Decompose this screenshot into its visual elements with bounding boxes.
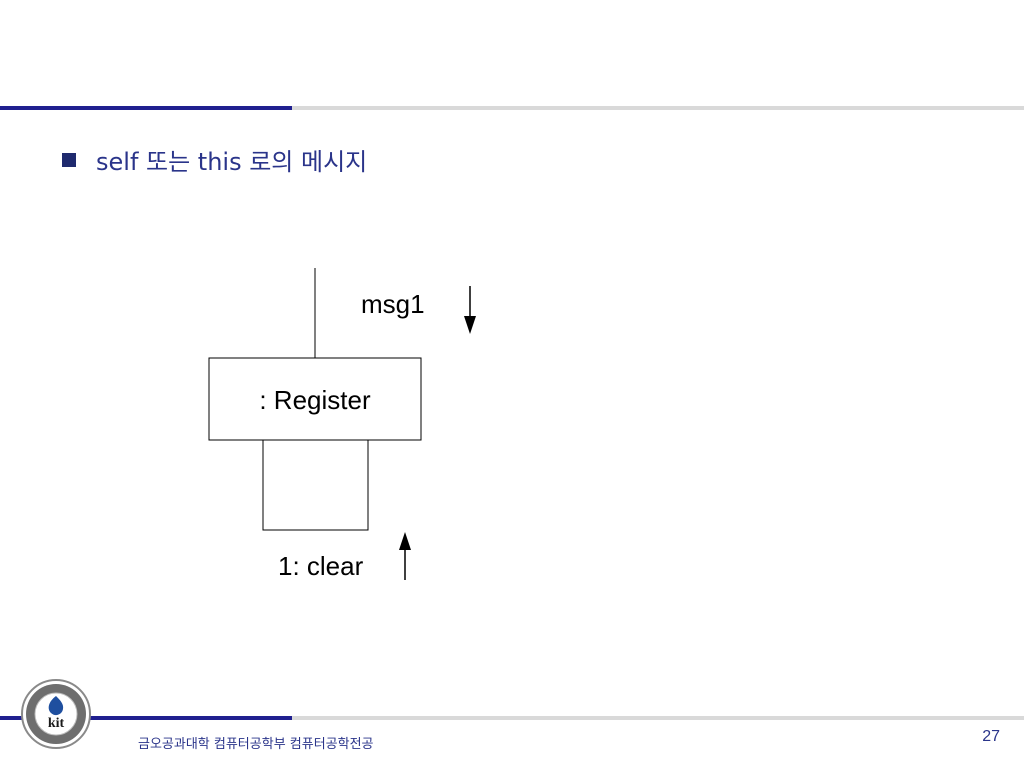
top-accent-rule: [0, 106, 292, 110]
object-label: : Register: [259, 385, 371, 415]
down-arrow-icon: [464, 316, 476, 334]
footer-department: 금오공과대학 컴퓨터공학부 컴퓨터공학전공: [138, 737, 374, 752]
bullet-item: self 또는 this 로의 메시지: [62, 142, 367, 177]
square-bullet-icon: [62, 152, 76, 167]
self-message-label: 1: clear: [278, 551, 364, 581]
logo-text: kit: [48, 716, 65, 731]
bullet-text: self 또는 this 로의 메시지: [96, 148, 368, 176]
self-link-loop: [262, 440, 369, 531]
page-number: 27: [982, 728, 1000, 745]
object-box: [208, 357, 422, 441]
incoming-message-label: msg1: [361, 289, 425, 319]
bottom-accent-rule: [0, 716, 292, 720]
bottom-light-rule: [292, 716, 1024, 720]
up-arrow-icon: [399, 532, 411, 550]
top-light-rule: [292, 106, 1024, 110]
university-logo: kit: [21, 679, 91, 749]
